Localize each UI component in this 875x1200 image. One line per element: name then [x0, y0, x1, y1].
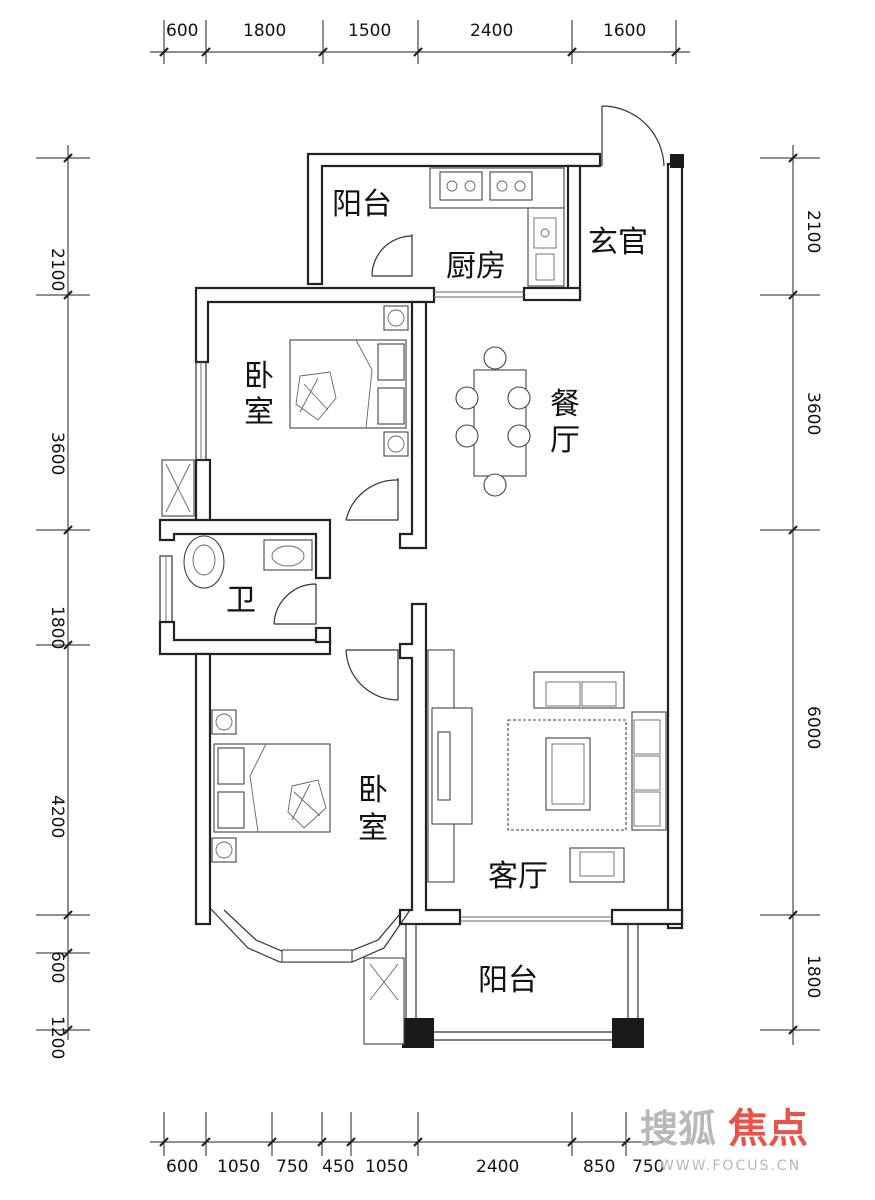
label-living: 客厅	[488, 859, 548, 894]
dim-left-5: 1200	[47, 1016, 67, 1059]
dining-table	[455, 346, 531, 497]
label-bedroom-bottom-1: 卧	[358, 773, 388, 808]
dim-right-1: 3600	[803, 392, 823, 435]
column-top-right	[670, 154, 684, 168]
bathroom-fixtures	[183, 535, 313, 589]
label-bathroom: 卫	[226, 583, 256, 618]
top-dimension-line: 600 1800 1500 2400 1600	[150, 20, 690, 64]
dim-left-3: 4200	[47, 795, 67, 838]
label-bedroom-bottom-2: 室	[358, 811, 388, 846]
label-dining-2: 厅	[550, 423, 580, 458]
label-dining-1: 餐	[550, 387, 580, 422]
dim-bottom-4: 1050	[365, 1157, 408, 1177]
ac-unit-lower	[363, 957, 405, 1045]
label-balcony-bottom: 阳台	[478, 963, 538, 998]
label-balcony-top: 阳台	[332, 187, 392, 222]
dim-right-3: 1800	[803, 955, 823, 998]
watermark-brand-cn: 搜狐	[640, 1107, 716, 1151]
doors	[273, 105, 665, 701]
dim-left-1: 3600	[47, 432, 67, 475]
dim-bottom-6: 850	[583, 1157, 615, 1177]
column-balcony-left	[402, 1018, 434, 1048]
dim-bottom-0: 600	[166, 1157, 198, 1177]
label-bedroom-top-1: 卧	[244, 359, 274, 394]
watermark-url: WWW.FOCUS.CN	[660, 1158, 801, 1174]
dim-bottom-7: 750	[632, 1157, 664, 1177]
watermark-brand-red: 焦点	[728, 1106, 808, 1152]
dim-top-0: 600	[166, 21, 198, 41]
dim-bottom-2: 750	[276, 1157, 308, 1177]
lower-bedroom-furniture	[211, 709, 331, 863]
label-kitchen: 厨房	[446, 249, 506, 284]
dim-right-0: 2100	[803, 210, 823, 253]
dim-left-2: 1800	[47, 606, 67, 649]
label-foyer: 玄官	[588, 225, 648, 260]
right-dimension-line: 2100 3600 6000 1800	[760, 145, 823, 1045]
bottom-dimension-line: 600 1050 750 450 1050 2400 850 750	[150, 1112, 664, 1177]
label-bedroom-top-2: 室	[244, 395, 274, 430]
dim-top-3: 2400	[470, 21, 513, 41]
walls	[158, 152, 684, 1048]
room-labels: 阳台 厨房 玄官 卧 室 餐 厅 卫 卧 室 客厅 阳台	[226, 187, 648, 998]
dim-bottom-1: 1050	[217, 1157, 260, 1177]
dim-top-1: 1800	[243, 21, 286, 41]
dim-right-2: 6000	[803, 706, 823, 749]
dim-left-4: 600	[47, 951, 67, 983]
dim-bottom-5: 2400	[476, 1157, 519, 1177]
column-balcony-right	[612, 1018, 644, 1048]
living-room-furniture	[427, 649, 667, 883]
dim-left-0: 2100	[47, 248, 67, 291]
left-dimension-line: 2100 3600 1800 4200 600 1200	[36, 145, 90, 1059]
dim-bottom-3: 450	[322, 1157, 354, 1177]
kitchen-fixtures	[429, 167, 565, 287]
watermark: 搜狐 焦点 WWW.FOCUS.CN	[640, 1106, 808, 1174]
upper-bedroom-furniture	[289, 305, 409, 457]
dim-top-4: 1600	[603, 21, 646, 41]
dim-top-2: 1500	[348, 21, 391, 41]
